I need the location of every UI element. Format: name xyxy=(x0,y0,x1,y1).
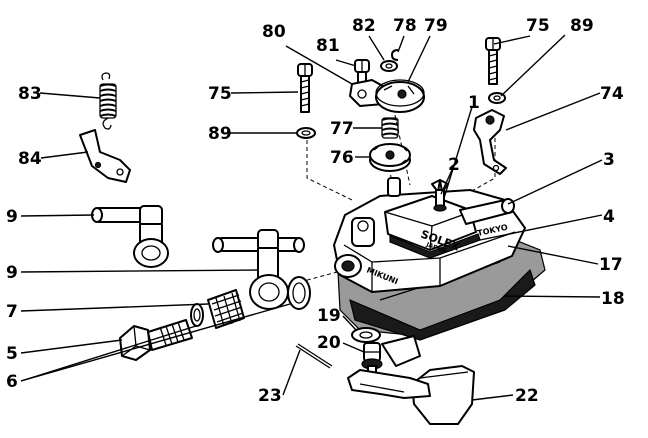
label-part-84: 84 xyxy=(18,149,42,169)
part-5-banjo-bolt xyxy=(119,319,193,361)
label-part-4: 4 xyxy=(603,207,615,227)
part-7-filter xyxy=(207,289,245,329)
label-part-9-upper: 9 xyxy=(6,207,18,227)
part-75-screw-left xyxy=(297,63,313,113)
label-part-3: 3 xyxy=(603,150,615,170)
label-part-80: 80 xyxy=(262,22,286,42)
part-74-link-lever xyxy=(473,109,507,175)
part-89-washer-left xyxy=(296,127,316,139)
part-19-washer xyxy=(351,327,381,343)
label-part-76: 76 xyxy=(330,148,354,168)
carburettor-body xyxy=(333,177,526,293)
part-82-washer xyxy=(380,60,398,72)
label-part-9-lower: 9 xyxy=(6,263,18,283)
label-part-7: 7 xyxy=(6,302,18,322)
label-part-75-left: 75 xyxy=(208,84,232,104)
part-22-float xyxy=(347,335,475,425)
part-81-stop-screw xyxy=(354,59,370,87)
label-part-18: 18 xyxy=(601,289,625,309)
leader-lines xyxy=(20,34,603,401)
part-84-lever xyxy=(79,129,131,183)
label-part-22: 22 xyxy=(515,386,539,406)
label-part-75-right: 75 xyxy=(526,16,550,36)
part-75-screw-right xyxy=(485,37,501,85)
part-number-labels: 83 84 9 9 7 5 6 75 89 80 81 82 78 79 77 … xyxy=(6,16,625,406)
label-part-79: 79 xyxy=(424,16,448,36)
label-part-89-left: 89 xyxy=(208,124,232,144)
label-part-6: 6 xyxy=(6,372,18,392)
part-78-clip xyxy=(391,49,399,61)
part-20-needle-valve xyxy=(361,342,383,381)
part-6-washer xyxy=(190,276,311,327)
label-part-1: 1 xyxy=(468,93,480,113)
part-9-banjo-upper xyxy=(91,205,169,268)
label-part-74: 74 xyxy=(600,84,624,104)
label-part-82: 82 xyxy=(352,16,376,36)
label-part-78: 78 xyxy=(393,16,417,36)
label-part-83: 83 xyxy=(18,84,42,104)
label-part-2: 2 xyxy=(448,155,460,175)
part-9-banjo-lower xyxy=(212,229,305,310)
label-part-89-right: 89 xyxy=(570,16,594,36)
part-79-throttle-cam xyxy=(375,79,425,113)
label-part-17: 17 xyxy=(599,255,623,275)
label-part-5: 5 xyxy=(6,344,18,364)
label-part-81: 81 xyxy=(316,36,340,56)
label-part-77: 77 xyxy=(330,119,354,139)
part-77-spring xyxy=(381,117,399,139)
label-part-23: 23 xyxy=(258,386,282,406)
label-part-20: 20 xyxy=(317,333,341,353)
label-part-19: 19 xyxy=(317,306,341,326)
part-76-gear-wheel xyxy=(369,143,411,172)
part-23-float-pin xyxy=(295,343,333,369)
part-83-spring xyxy=(99,72,117,130)
